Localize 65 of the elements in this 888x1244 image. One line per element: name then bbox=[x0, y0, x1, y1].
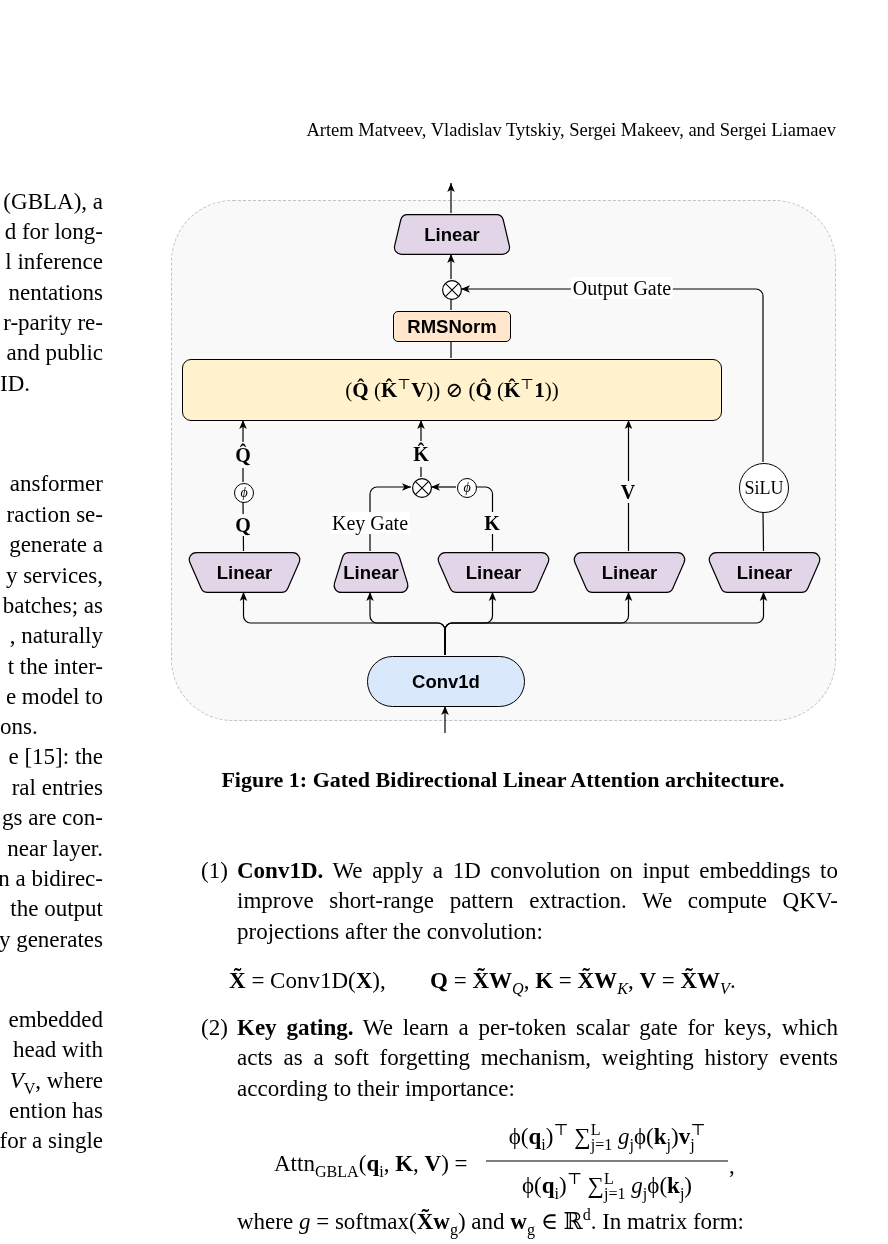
connector-line bbox=[450, 340, 452, 359]
arrow bbox=[447, 253, 455, 280]
equation: Q = X̃W$_{Q}$, K = X̃W$_{K}$, V = X̃W$_{V}$. bbox=[430, 967, 736, 996]
text-line: d for long- bbox=[4, 218, 103, 246]
text-line: y generates bbox=[0, 926, 103, 954]
arrow bbox=[447, 182, 455, 214]
text-line: e model to bbox=[5, 683, 103, 711]
multiply-circle bbox=[412, 478, 432, 498]
text-line: for a single bbox=[0, 1127, 103, 1155]
text-line: e [15]: the bbox=[8, 743, 103, 771]
text-line: near layer. bbox=[7, 835, 103, 863]
equation: Attn$_{GBLA}$(q$_{i}$, K, V) = bbox=[274, 1150, 468, 1179]
phi-circle: ϕ bbox=[457, 478, 477, 498]
text-line: ID. bbox=[0, 370, 31, 398]
text-line: ons. bbox=[0, 713, 38, 741]
silu-circle: SiLU bbox=[739, 463, 789, 513]
edge-label: V bbox=[618, 481, 638, 503]
text-line: (GBLA), a bbox=[3, 188, 103, 216]
edge-label: K̂ bbox=[411, 441, 431, 467]
text-line: l inference bbox=[5, 248, 103, 276]
text-line: t the inter- bbox=[7, 653, 103, 681]
text-line: generate a bbox=[9, 531, 103, 559]
conv1d-block: Conv1d bbox=[367, 656, 525, 707]
dashed-container-panel bbox=[171, 200, 836, 721]
edge-label: Q bbox=[233, 514, 253, 536]
linear-layer-trapezoid: Linear bbox=[392, 214, 512, 255]
text-line: embedded bbox=[8, 1006, 103, 1034]
linear-layer-trapezoid: Linear bbox=[331, 552, 411, 593]
connector-line bbox=[475, 486, 494, 552]
text-line: y services, bbox=[5, 562, 103, 590]
connector-line bbox=[762, 511, 765, 552]
list-number: (1) bbox=[201, 857, 228, 885]
multiply-circle bbox=[442, 280, 462, 300]
text-line: and public bbox=[6, 339, 103, 367]
text-line: V$_{V}$, where bbox=[9, 1067, 103, 1096]
list-number: (2) bbox=[201, 1014, 228, 1042]
text-line: ral entries bbox=[11, 774, 103, 802]
text-line: batches; as bbox=[2, 592, 103, 620]
arrow bbox=[624, 419, 633, 552]
text-line: the output bbox=[10, 895, 103, 923]
edge-label: K bbox=[482, 512, 502, 534]
arrow bbox=[441, 705, 449, 734]
text-line: nentations bbox=[8, 279, 103, 307]
formula-block: (Q̂ (K̂$^{⊤}$V)) ⊘ (Q̂ (K̂$^{⊤}$1)) bbox=[182, 359, 722, 421]
paragraph: Key gating. We learn a per-token scalar gate for keys, which acts as a soft forgetting mechanism, weighting history events according to their importance: bbox=[237, 1013, 838, 1103]
paragraph: Conv1D. We apply a 1D convolution on input embeddings to improve short-range pattern extraction. We compute QKV-projections after the convolution: bbox=[237, 856, 838, 946]
fraction-denominator: ϕ(q$_{i}$)$^{⊤}$ ∑$^{L}$$_{j=1}$ g$_{j}$ϕ(k$_{j}$) bbox=[521, 1171, 693, 1201]
text-line: ansformer bbox=[9, 470, 103, 498]
phi-circle: ϕ bbox=[234, 483, 254, 503]
text-line: head with bbox=[12, 1036, 103, 1064]
edge-label: Key Gate bbox=[329, 512, 411, 534]
equation-comma: , bbox=[729, 1152, 735, 1180]
equation: X̃ = Conv1D(X), bbox=[229, 967, 386, 995]
connector-line bbox=[450, 298, 452, 311]
text-line: r-parity re- bbox=[3, 309, 103, 337]
text-line: ention has bbox=[9, 1097, 103, 1125]
running-header: Artem Matveev, Vladislav Tytskiy, Sergei Makeev, and Sergei Liamaev bbox=[306, 119, 836, 142]
edge-label: Q̂ bbox=[233, 442, 253, 468]
arrow bbox=[430, 483, 457, 491]
figure-caption: Figure 1: Gated Bidirectional Linear Attention architecture. bbox=[221, 766, 785, 794]
text-line: gs are con- bbox=[2, 804, 103, 832]
edge-label: Output Gate bbox=[570, 277, 674, 299]
rmsnorm-block: RMSNorm bbox=[393, 311, 511, 342]
text-line: raction se- bbox=[6, 501, 103, 529]
text-line: , naturally bbox=[9, 622, 103, 650]
